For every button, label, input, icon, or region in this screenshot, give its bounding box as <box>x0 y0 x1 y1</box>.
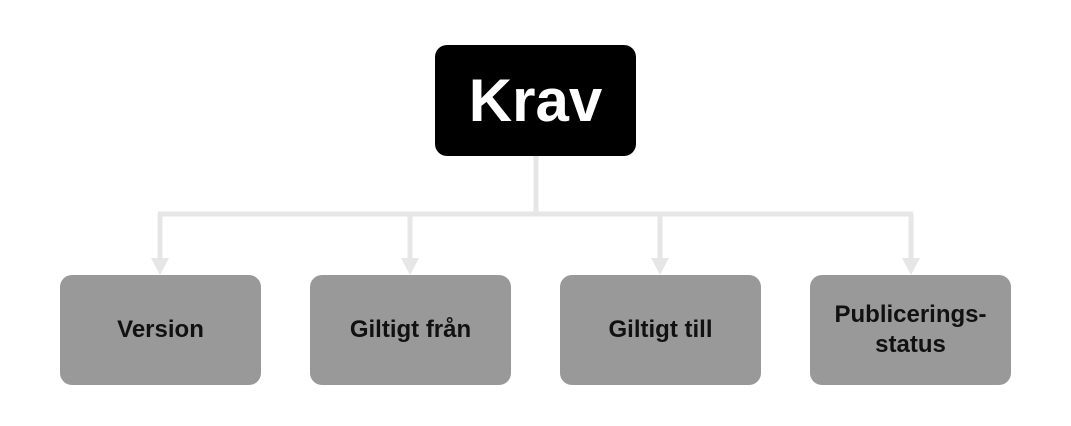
root-node-label: Krav <box>468 66 603 134</box>
child-node-label: Publicerings- status <box>834 301 987 358</box>
arrowhead-giltigt-till <box>651 258 669 275</box>
child-node-label: Giltigt till <box>608 316 713 343</box>
arrowhead-version <box>151 258 169 275</box>
child-node-label: Giltigt från <box>349 316 472 343</box>
root-node-krav: Krav <box>435 45 636 156</box>
arrowhead-giltigt-fran <box>401 258 419 275</box>
child-node-label: Version <box>117 316 204 343</box>
child-node-giltigt-till: Giltigt till <box>560 275 761 385</box>
child-node-giltigt-fran: Giltigt från <box>310 275 511 385</box>
child-node-publiceringsstatus: Publicerings- status <box>810 275 1011 385</box>
arrowhead-publiceringsstatus <box>902 258 920 275</box>
child-node-version: Version <box>60 275 261 385</box>
